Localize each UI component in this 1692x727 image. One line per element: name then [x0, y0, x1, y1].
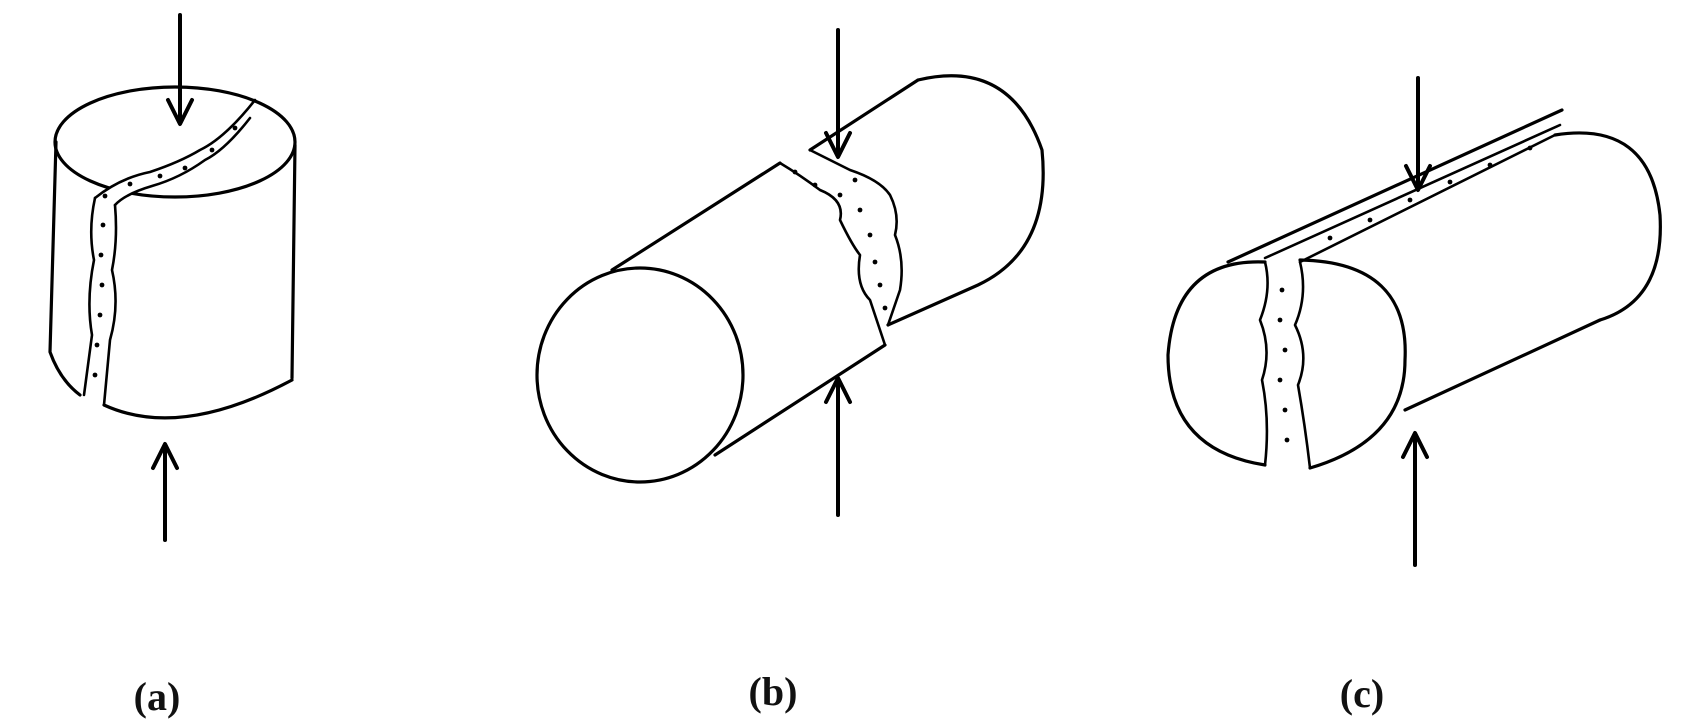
panel-c: (c): [1166, 76, 1662, 716]
up-arrow-icon: [1401, 431, 1429, 567]
fracture-dot: [877, 282, 883, 288]
fracture-dot: [209, 147, 215, 153]
fracture-dot: [92, 372, 98, 378]
fracture-dot: [99, 282, 105, 288]
fracture-dot: [1277, 317, 1283, 323]
cylinder-a: [48, 85, 297, 420]
fracture-dot: [232, 125, 238, 131]
fracture-dot: [1277, 377, 1283, 383]
panel-label-c: (c): [1340, 671, 1384, 716]
fracture-dot: [872, 259, 878, 265]
fracture-dot: [98, 252, 104, 258]
fracture-dot: [157, 173, 163, 179]
fracture-dot: [182, 165, 188, 171]
fracture-dot: [1282, 407, 1288, 413]
fracture-dots-a: [92, 125, 238, 378]
fracture-dot: [857, 207, 863, 213]
fracture-dot: [1327, 235, 1333, 241]
cylinder-c: [1166, 108, 1662, 470]
fracture-dot: [1487, 162, 1493, 168]
fracture-dot: [792, 169, 798, 175]
fracture-dot: [882, 305, 888, 311]
down-arrow-icon: [166, 13, 194, 126]
fracture-dot: [867, 232, 873, 238]
fracture-dot: [94, 342, 100, 348]
fracture-dot: [100, 222, 106, 228]
down-arrow-icon: [1404, 76, 1432, 192]
fracture-dot: [1527, 145, 1533, 151]
fracture-dot: [812, 182, 818, 188]
panel-label-a: (a): [134, 674, 181, 719]
panel-b: (b): [535, 28, 1045, 714]
down-arrow-icon: [824, 28, 852, 159]
fracture-dot: [852, 177, 858, 183]
fracture-dot: [1282, 347, 1288, 353]
fracture-dot: [127, 181, 133, 187]
fracture-dot: [97, 312, 103, 318]
fracture-dot: [1407, 197, 1413, 203]
panel-a: (a): [48, 13, 297, 719]
fracture-dot: [1447, 179, 1453, 185]
fracture-dot: [102, 193, 108, 199]
up-arrow-icon: [151, 442, 179, 542]
fracture-dot: [837, 192, 843, 198]
fracture-dots-c: [1277, 145, 1533, 443]
fracture-dot: [1367, 217, 1373, 223]
panel-label-b: (b): [749, 669, 798, 714]
fracture-dot: [1279, 287, 1285, 293]
up-arrow-icon: [824, 376, 852, 517]
fracture-dots-b: [792, 169, 888, 311]
cylinder-b: [535, 74, 1045, 484]
fracture-dot: [1284, 437, 1290, 443]
